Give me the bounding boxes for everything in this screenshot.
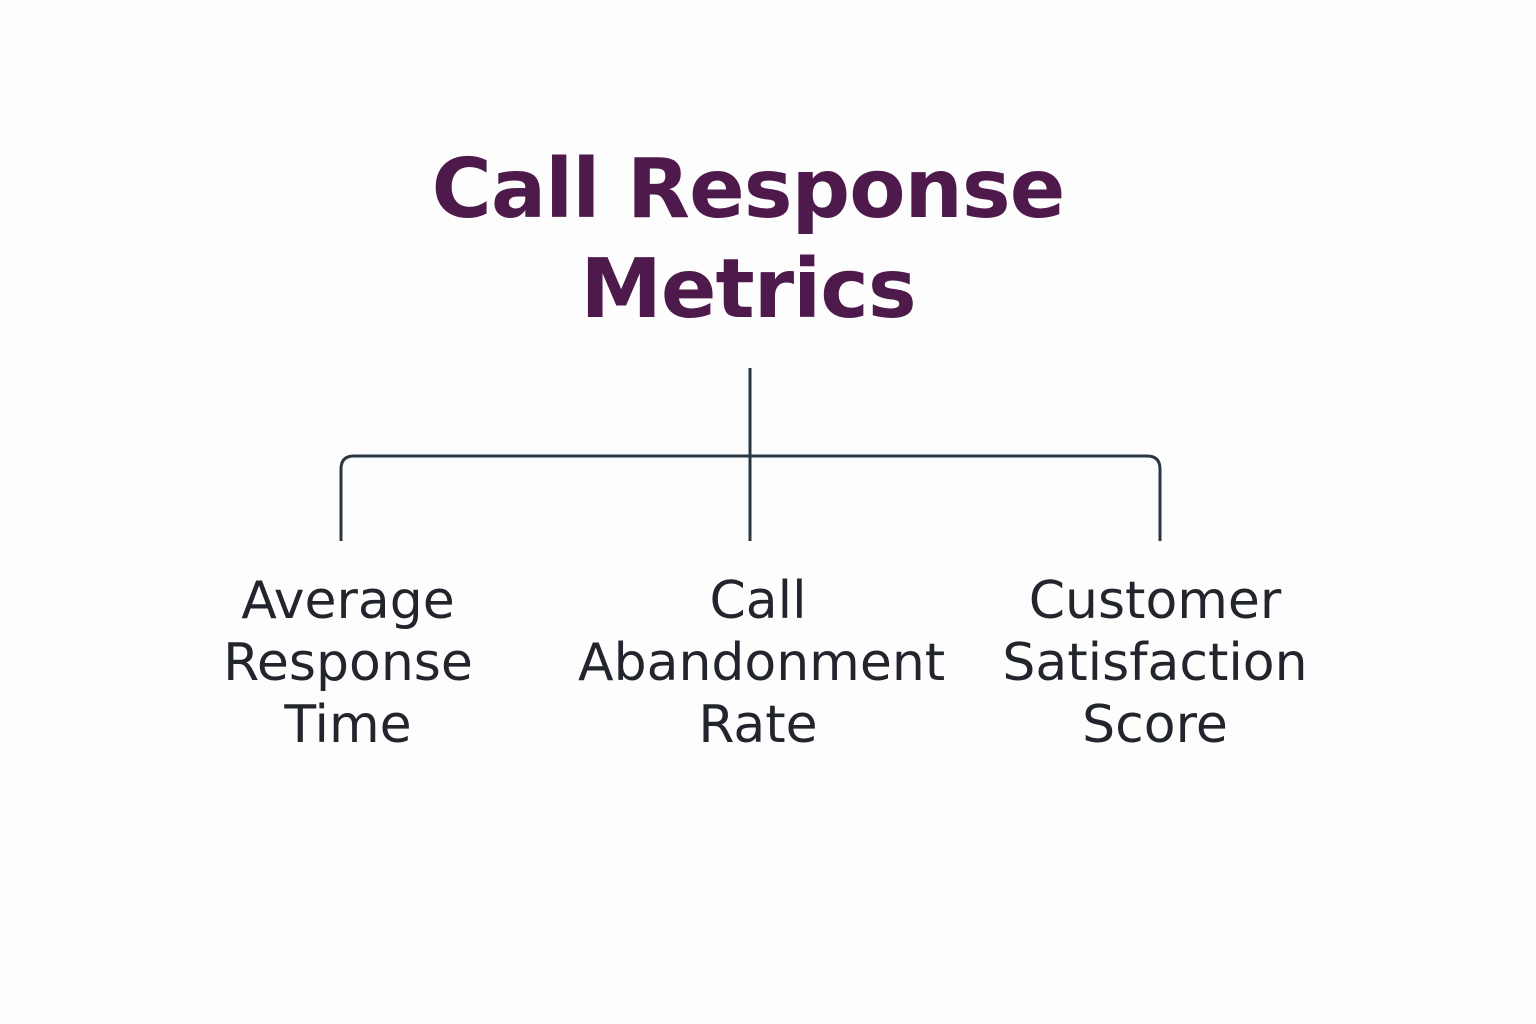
node-label-line: Rate <box>698 695 818 755</box>
node-label-line: Time <box>284 695 412 755</box>
diagram-title-line-2: Metrics <box>580 242 916 337</box>
node-label-line: Response <box>223 633 473 693</box>
node-label-line: Average <box>241 571 455 631</box>
node-average-response-time: Average Response Time <box>168 570 528 756</box>
node-label-line: Score <box>1082 695 1228 755</box>
node-label-line: Call <box>709 571 807 631</box>
node-label-line: Customer <box>1028 571 1282 631</box>
node-label-line: Satisfaction <box>1002 633 1308 693</box>
diagram-title-line-1: Call Response <box>431 142 1066 237</box>
node-call-abandonment-rate: Call Abandonment Rate <box>578 570 946 756</box>
node-customer-satisfaction-score: Customer Satisfaction Score <box>975 570 1335 756</box>
node-label-line: Abandonment <box>578 633 946 693</box>
diagram-title: Call Response Metrics <box>368 140 1128 340</box>
